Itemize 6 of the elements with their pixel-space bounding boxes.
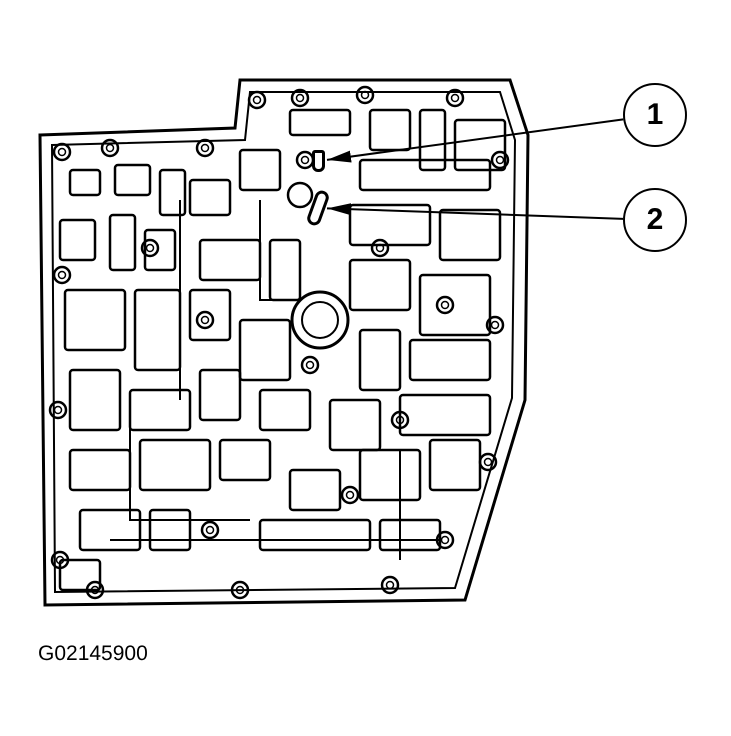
- leader-arrow: [326, 203, 624, 220]
- figure-code: G02145900: [38, 642, 148, 666]
- callout-circle: 2: [623, 188, 687, 252]
- check-ball-part: [312, 150, 325, 172]
- leader-arrow: [326, 118, 624, 163]
- callout-circle: 1: [623, 83, 687, 147]
